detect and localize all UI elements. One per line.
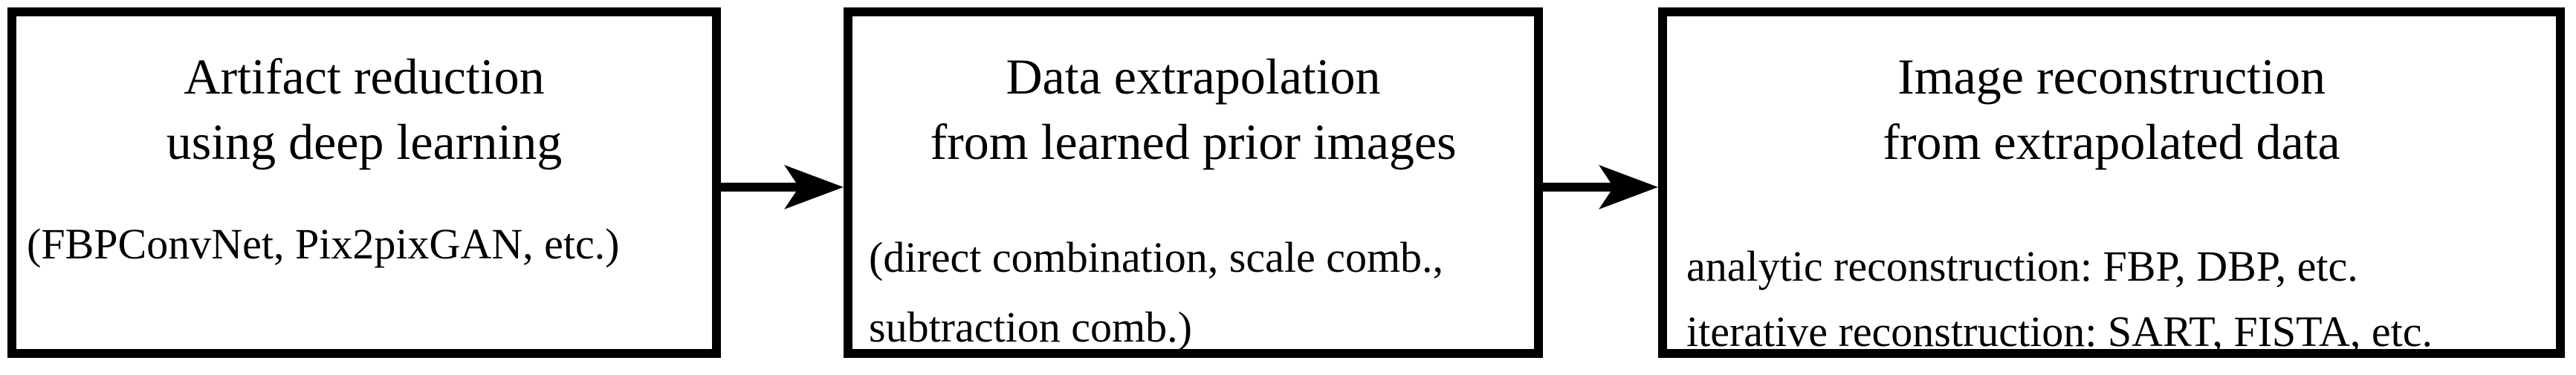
step-title-line-1: Image reconstruction: [1897, 48, 2326, 105]
arrow-head: [784, 165, 844, 209]
step-title-line-1: Artifact reduction: [184, 48, 545, 105]
step-title-line-2: from learned prior images: [930, 114, 1457, 170]
step-title-line-1: Data extrapolation: [1006, 48, 1381, 105]
arrow-head: [1599, 165, 1658, 209]
step-detail-line-1: analytic reconstruction: FBP, DBP, etc.: [1686, 242, 2358, 290]
step-box-data-extrapolation: Data extrapolation from learned prior im…: [844, 7, 1543, 358]
step-title-line-2: using deep learning: [166, 114, 563, 170]
step-title-line-2: from extrapolated data: [1883, 114, 2340, 170]
flow-arrow-1: [721, 165, 844, 209]
step-detail-line-2: iterative reconstruction: SART, FISTA, e…: [1686, 307, 2433, 356]
step-box-image-reconstruction: Image reconstruction from extrapolated d…: [1658, 7, 2565, 358]
flow-arrow-2: [1543, 165, 1658, 209]
step-detail-line-1: (FBPConvNet, Pix2pixGAN, etc.): [27, 220, 620, 268]
step-box-artifact-reduction: Artifact reduction using deep learning (…: [7, 7, 721, 358]
step-detail-line-1: (direct combination, scale comb.,: [869, 233, 1444, 281]
step-detail-line-2: subtraction comb.): [869, 303, 1192, 351]
